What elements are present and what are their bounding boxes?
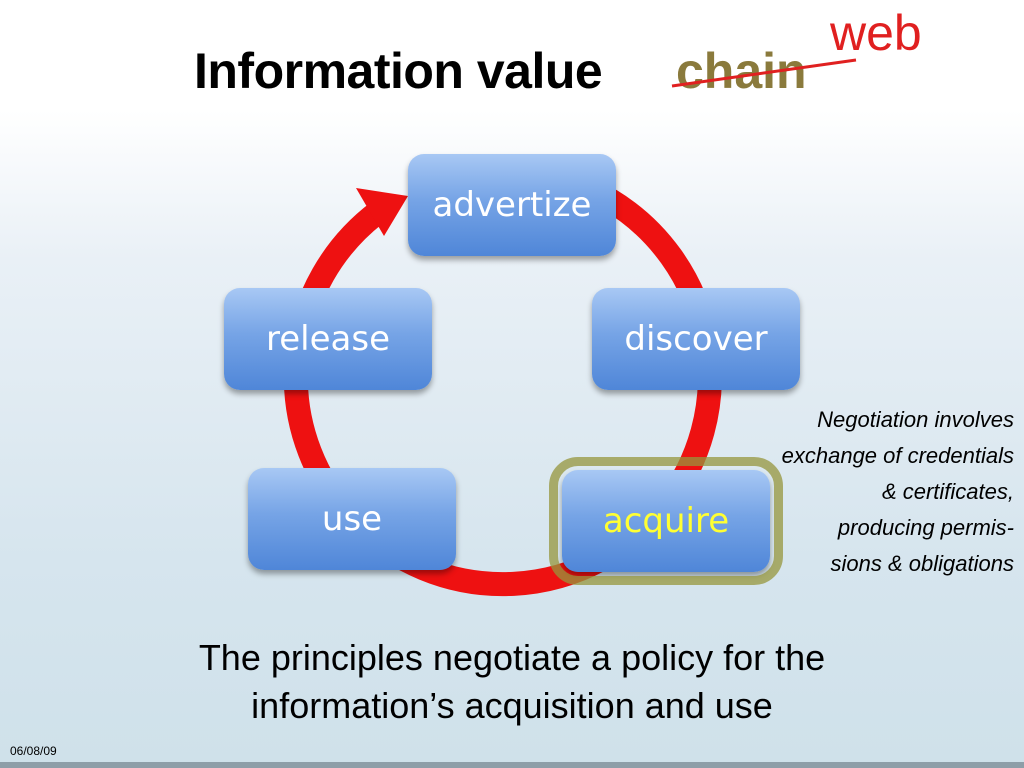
note-line: sions & obligations [830, 551, 1014, 576]
node-discover: discover [592, 288, 800, 390]
slide-bottom-bar [0, 762, 1024, 768]
node-acquire: acquire [549, 457, 783, 585]
slide-title: Information value [194, 43, 603, 99]
caption-line: information’s acquisition and use [251, 685, 773, 726]
note-line: & certificates, [881, 479, 1014, 504]
caption-line: The principles negotiate a policy for th… [198, 637, 826, 678]
node-use: use [248, 468, 456, 570]
footer-date: 06/08/09 [10, 744, 57, 758]
cycle-arrowhead [356, 188, 408, 236]
node-release: release [224, 288, 432, 390]
note-line: exchange of credentials [781, 443, 1014, 468]
negotiation-note: Negotiation involves exchange of credent… [694, 402, 1014, 582]
note-line: producing permis- [837, 515, 1014, 540]
slide-caption: The principles negotiate a policy for th… [0, 634, 1024, 730]
note-line: Negotiation involves [817, 407, 1014, 432]
node-advertize: advertize [408, 154, 616, 256]
replacement-title-word: web [830, 5, 922, 61]
